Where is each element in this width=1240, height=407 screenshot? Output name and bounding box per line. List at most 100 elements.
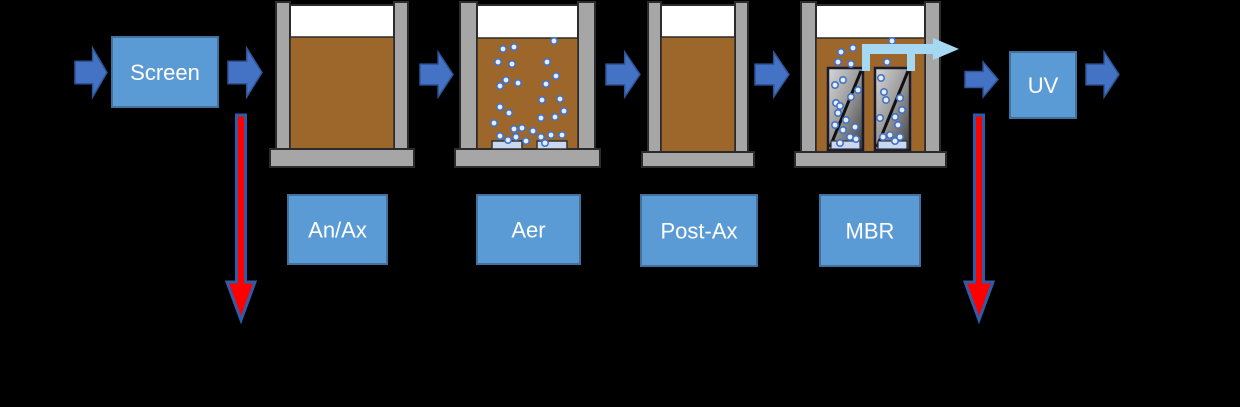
air-bubble: [507, 59, 516, 68]
sludge-waste-arrow: [962, 113, 996, 325]
air-bubble: [846, 93, 855, 102]
air-bubble: [853, 86, 862, 95]
air-bubble: [895, 133, 904, 142]
tank-liquid: [289, 36, 395, 150]
label-mbr-text: MBR: [846, 219, 895, 244]
air-bubble: [504, 109, 513, 118]
air-bubble: [557, 131, 566, 140]
air-bubble: [493, 57, 502, 66]
air-bubble: [517, 124, 526, 133]
air-bubble: [848, 43, 857, 52]
air-bubble: [495, 82, 504, 91]
aer-to-postax-arrow: [605, 49, 641, 100]
air-bubble: [895, 94, 904, 103]
label-aer: Aer: [476, 194, 581, 265]
tank-wall-right: [734, 1, 749, 153]
air-bubble: [509, 42, 518, 51]
air-bubble: [897, 106, 906, 115]
air-bubble: [875, 114, 884, 123]
tank-wall-left: [459, 1, 478, 150]
label-mbr: MBR: [819, 194, 921, 267]
air-bubble: [893, 121, 902, 130]
uv-effluent-arrow: [1085, 49, 1120, 100]
air-bubble: [838, 76, 847, 85]
tank-base: [641, 151, 755, 168]
air-bubble: [521, 137, 530, 146]
tank-base: [269, 148, 415, 168]
label-an-ax-rect: [287, 194, 388, 265]
label-an-ax: An/Ax: [287, 194, 388, 265]
air-bubble: [541, 80, 550, 89]
air-bubble: [833, 57, 842, 66]
air-bubble: [876, 74, 885, 83]
air-bubble: [501, 76, 510, 85]
air-bubble: [559, 107, 568, 116]
air-bubble: [850, 123, 859, 132]
tank-wall-right: [577, 1, 596, 150]
screen-box-rect: [111, 36, 219, 108]
air-bubble: [498, 44, 507, 53]
screen-box: Screen: [111, 36, 219, 108]
air-bubble: [513, 79, 522, 88]
air-bubble: [509, 125, 518, 134]
air-bubble: [542, 57, 551, 66]
uv-box: UV: [1009, 51, 1077, 119]
air-diffuser: [536, 140, 568, 150]
air-bubble: [549, 36, 558, 45]
air-bubble: [830, 81, 839, 90]
air-bubble: [540, 139, 549, 148]
label-post-ax-text: Post-Ax: [660, 219, 737, 244]
air-bubble: [885, 131, 894, 140]
air-bubble: [555, 95, 564, 104]
air-bubble: [838, 126, 847, 135]
air-bubble: [503, 136, 512, 145]
air-bubble: [851, 135, 860, 144]
mbr-to-uv-arrow: [964, 59, 999, 100]
air-bubble: [881, 96, 890, 105]
anax-tank: [269, 1, 415, 168]
mbr-tank: [794, 1, 947, 168]
membrane-diagonal: [828, 70, 863, 148]
air-bubble: [537, 96, 546, 105]
influent-arrow: [74, 45, 108, 100]
air-bubble: [890, 113, 899, 122]
air-bubble: [489, 119, 498, 128]
air-bubble: [879, 88, 888, 97]
air-bubble: [511, 133, 520, 142]
air-bubble: [551, 72, 560, 81]
tank-base: [454, 148, 601, 168]
label-an-ax-text: An/Ax: [308, 218, 367, 243]
tank-wall-left: [800, 1, 817, 153]
screen-to-anax-arrow: [227, 45, 263, 100]
air-bubble: [878, 133, 887, 142]
air-bubble: [528, 127, 537, 136]
tank-wall-right: [393, 1, 409, 150]
permeate-arrow: [862, 38, 959, 71]
air-bubble: [835, 139, 844, 148]
permeate-pipe: [862, 44, 933, 54]
aer-tank: [454, 1, 601, 168]
permeate-arrowhead: [933, 38, 959, 60]
tank-liquid: [660, 36, 736, 153]
uv-box-rect: [1009, 51, 1077, 119]
air-bubble: [882, 57, 891, 66]
tank-wall-left: [647, 1, 662, 153]
air-bubble: [887, 36, 896, 45]
air-bubble: [841, 116, 850, 125]
screenings-waste-arrow: [224, 113, 258, 325]
label-mbr-rect: [819, 194, 921, 267]
air-bubble: [830, 121, 839, 130]
permeate-pipe-stub: [907, 44, 915, 71]
air-bubble: [836, 47, 845, 56]
label-aer-rect: [476, 194, 581, 265]
air-bubble: [495, 103, 504, 112]
label-post-ax-rect: [640, 194, 758, 267]
anax-to-aer-arrow: [419, 49, 454, 100]
postax-tank: [641, 1, 755, 168]
air-bubble: [536, 114, 545, 123]
air-bubble: [550, 113, 559, 122]
air-bubble: [536, 133, 545, 142]
air-bubble: [546, 131, 555, 140]
